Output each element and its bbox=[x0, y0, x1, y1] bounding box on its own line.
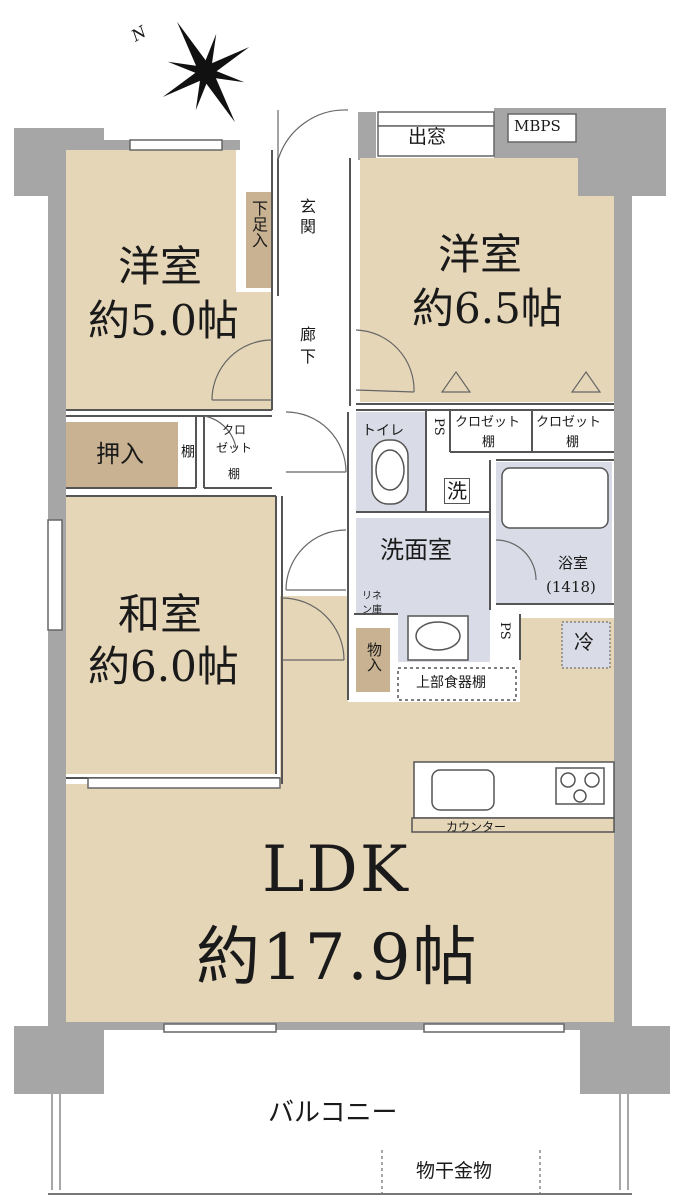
bathroom-label: 浴室 bbox=[558, 554, 589, 572]
mbps-label: MBPS bbox=[514, 117, 561, 135]
entrance-label: 玄関 bbox=[297, 198, 316, 238]
fridge-space bbox=[561, 621, 611, 669]
balcony bbox=[48, 1094, 632, 1196]
western-small-floor bbox=[66, 150, 272, 410]
shoe-storage-label: 下足入 bbox=[249, 200, 268, 248]
closet-small-shelf: 棚 bbox=[228, 467, 241, 481]
fixtures bbox=[371, 439, 615, 833]
western-large-size: 約6.5帖 bbox=[412, 284, 563, 333]
compass-rose bbox=[162, 21, 250, 123]
sink-icon bbox=[431, 769, 495, 811]
storage-label: 物入 bbox=[365, 642, 383, 672]
door-swings bbox=[203, 109, 602, 661]
ps-label-upper: PS bbox=[431, 418, 446, 436]
upper-cabinet-outline bbox=[397, 667, 517, 701]
washroom-floor bbox=[356, 518, 490, 614]
clothes-hanger-label: 物干金物 bbox=[416, 1160, 493, 1182]
ps-label-lower: PS bbox=[497, 622, 512, 640]
toilet-label: トイレ bbox=[362, 423, 404, 439]
closet-small-label-a: クロ bbox=[222, 423, 247, 437]
japanese-floor bbox=[66, 496, 276, 774]
storage-floor bbox=[356, 628, 390, 692]
bathroom-size: (1418) bbox=[546, 578, 596, 596]
ldk-floor bbox=[66, 596, 614, 1022]
oshiire-label: 押入 bbox=[96, 440, 144, 468]
bay-window-label: 出窓 bbox=[408, 126, 447, 148]
washroom-label: 洗面室 bbox=[380, 536, 452, 564]
shoe-storage-floor bbox=[246, 192, 272, 288]
closet-2-label: クロゼット bbox=[536, 415, 602, 430]
upper-cabinet-label: 上部食器棚 bbox=[416, 675, 486, 691]
japanese-name: 和室 bbox=[118, 590, 203, 639]
counter-label: カウンター bbox=[446, 820, 507, 834]
western-small-name: 洋室 bbox=[118, 242, 203, 291]
windows bbox=[47, 111, 577, 1033]
oshiire-shelf: 棚 bbox=[179, 444, 195, 458]
bathtub bbox=[501, 467, 609, 529]
balcony-label: バルコニー bbox=[268, 1098, 398, 1128]
western-large-floor bbox=[360, 158, 614, 402]
western-large-name: 洋室 bbox=[438, 230, 523, 279]
ldk-size: 約17.9帖 bbox=[196, 921, 479, 995]
japanese-size: 約6.0帖 bbox=[88, 642, 239, 691]
closet-1-shelf: 棚 bbox=[482, 435, 496, 450]
closet-1-label: クロゼット bbox=[455, 415, 521, 430]
fridge-label: 冷 bbox=[574, 630, 594, 654]
closet-small-label-b: ゼット bbox=[216, 441, 253, 455]
linen-label-a: リネ bbox=[362, 591, 382, 602]
closet-2-shelf: 棚 bbox=[566, 435, 580, 450]
washer-label: 洗 bbox=[444, 478, 470, 504]
oshiire-floor bbox=[66, 422, 178, 488]
western-small-size: 約5.0帖 bbox=[88, 296, 239, 345]
hallway-label: 廊下 bbox=[297, 326, 316, 370]
linen-label-b: ン庫 bbox=[362, 605, 382, 616]
ldk-name: LDK bbox=[262, 833, 410, 907]
